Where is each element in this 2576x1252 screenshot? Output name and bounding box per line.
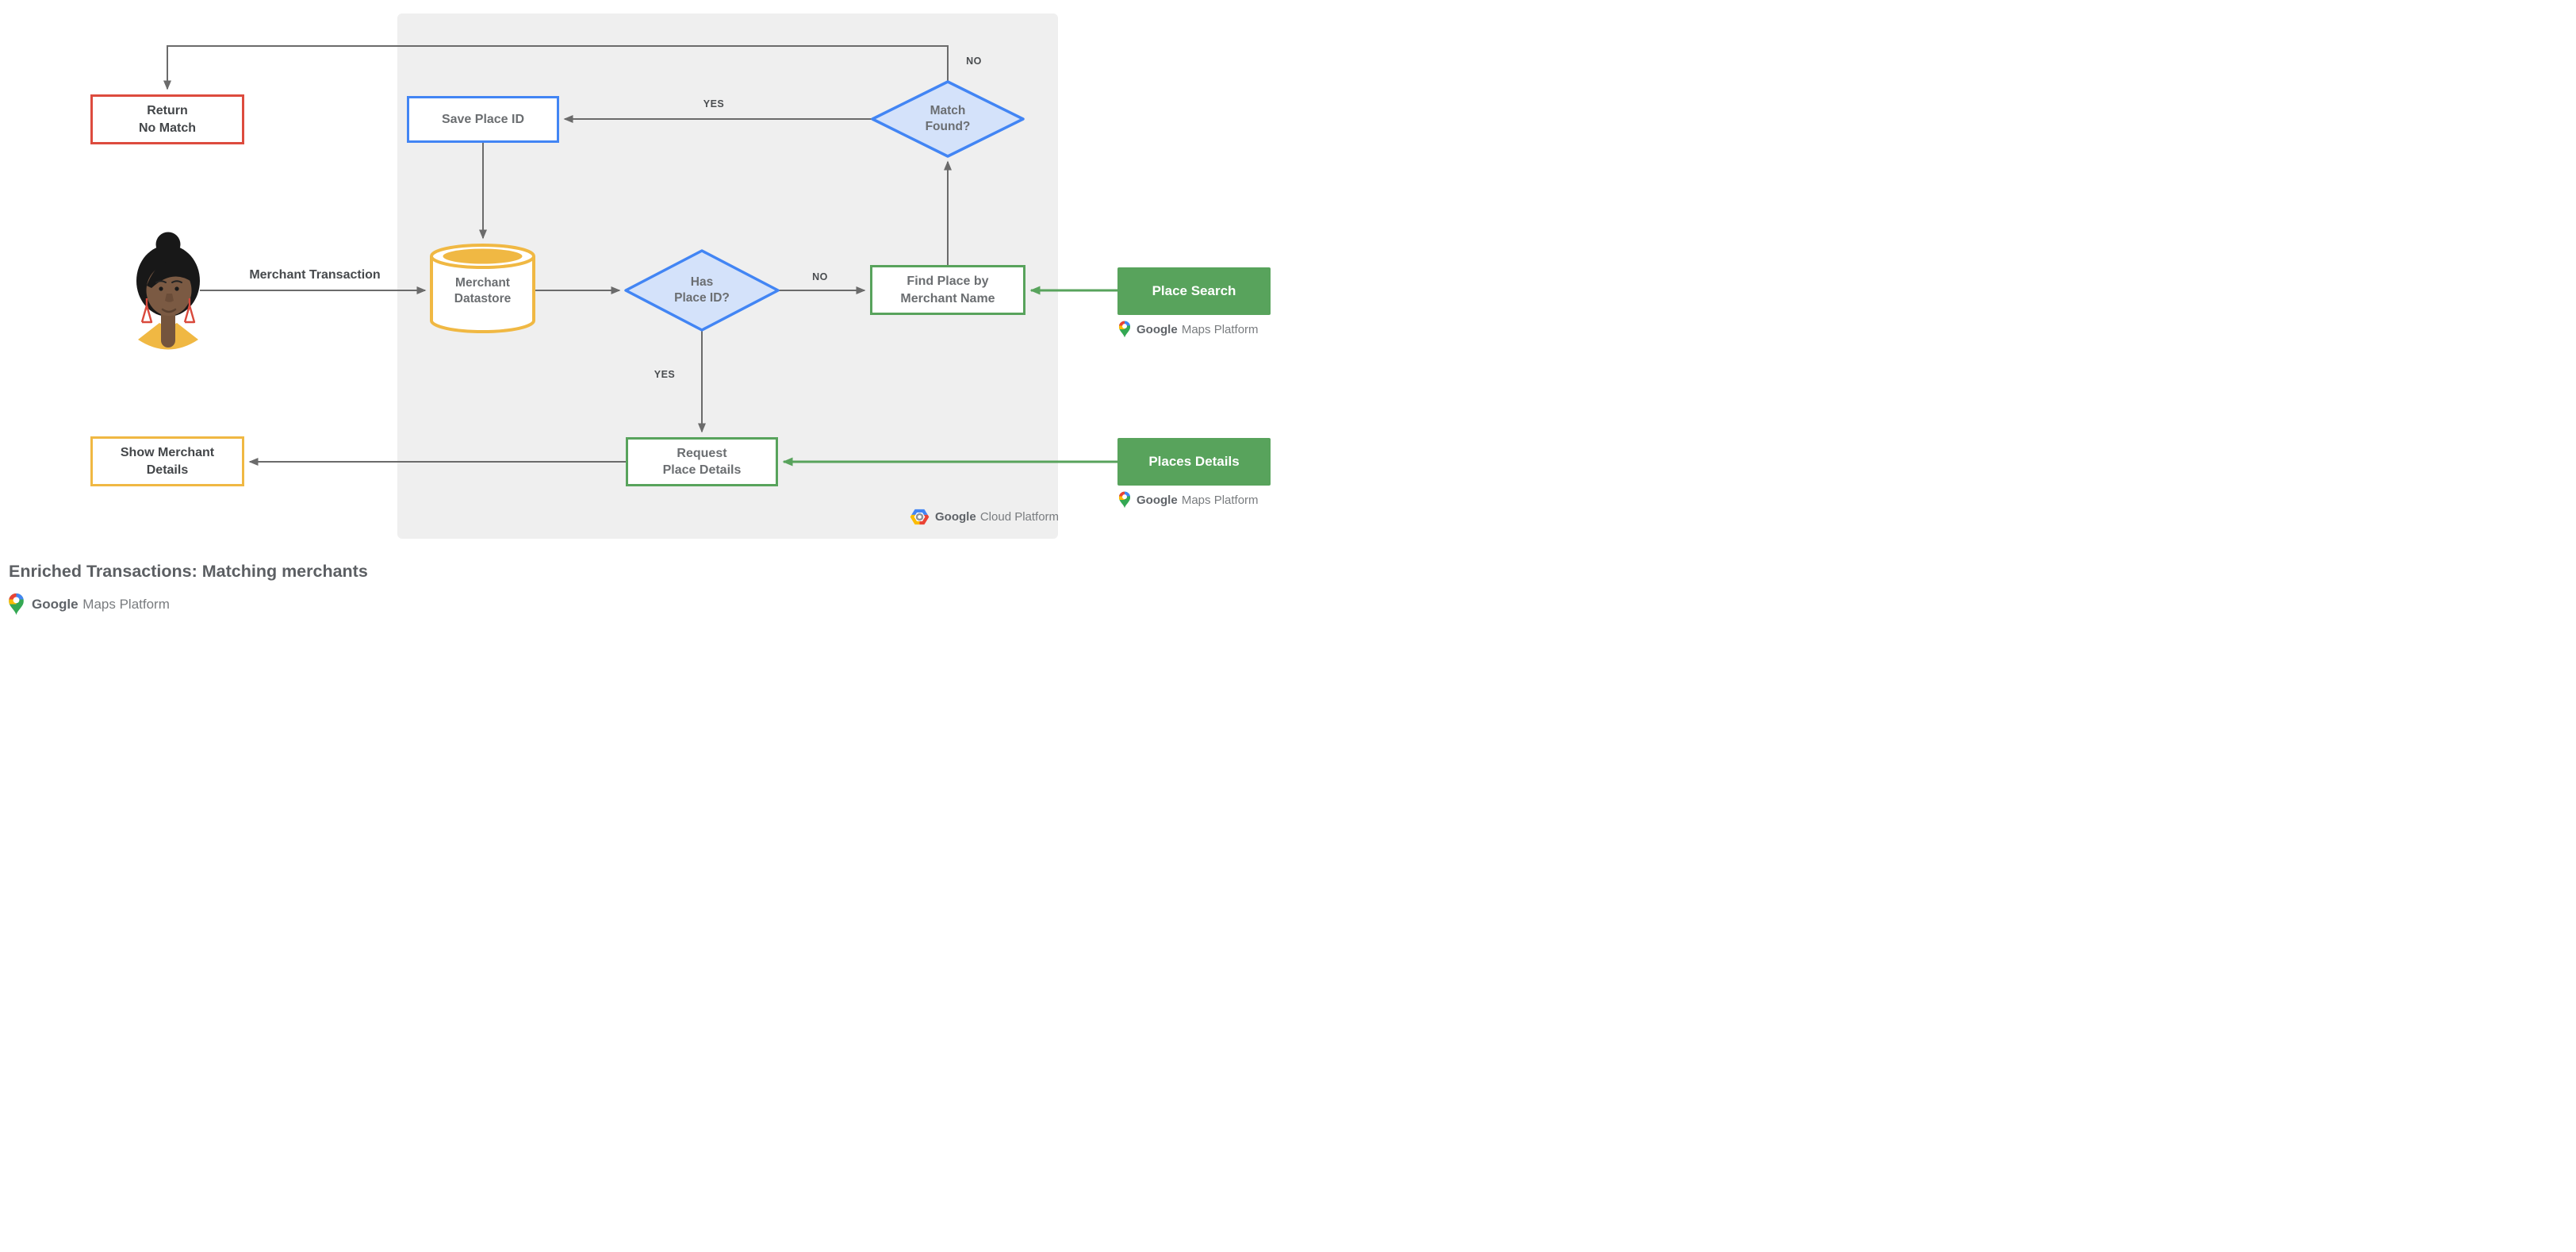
google-cloud-platform-logo: Google Cloud Platform (910, 509, 1059, 525)
has-place-id-diamond (624, 249, 780, 332)
node-request-place-details: Request Place Details (626, 437, 778, 486)
request-place-details-label: Request Place Details (662, 446, 742, 477)
maps-pin-icon (1118, 491, 1131, 509)
flow-layer (136, 45, 1117, 467)
node-place-search: Place Search (1117, 267, 1271, 315)
node-save-place-id: Save Place ID (407, 96, 559, 143)
logo-suffix-text: Cloud Platform (979, 510, 1060, 524)
google-maps-platform-logo-footer: Google Maps Platform (8, 593, 170, 616)
maps-pin-icon (1118, 321, 1131, 338)
google-maps-platform-logo-search: Google Maps Platform (1118, 321, 1259, 338)
node-places-details: Places Details (1117, 438, 1271, 486)
customer-avatar (136, 232, 200, 350)
maps-pin-icon (9, 593, 24, 616)
places-details-label: Places Details (1148, 453, 1240, 469)
match-found-yes-label: YES (703, 98, 725, 109)
show-merchant-details-label: Show Merchant Details (120, 446, 215, 477)
edge-match-found-no (163, 45, 949, 90)
logo-suffix-text: Maps Platform (1181, 322, 1259, 336)
return-no-match-label: Return No Match (139, 104, 196, 135)
has-place-id-yes-label: YES (654, 369, 676, 380)
merchant-transaction-label: Merchant Transaction (249, 268, 381, 282)
has-place-id-no-label: NO (812, 271, 828, 282)
place-search-label: Place Search (1152, 282, 1236, 298)
node-find-place-by-merchant-name: Find Place by Merchant Name (870, 265, 1025, 315)
logo-google-text: Google (32, 596, 79, 612)
diagram-title: Enriched Transactions: Matching merchant… (9, 562, 368, 581)
merchant-datastore-cylinder (430, 244, 535, 333)
match-found-diamond (871, 80, 1025, 158)
find-place-label: Find Place by Merchant Name (900, 275, 995, 305)
logo-google-text: Google (1137, 493, 1178, 507)
cloud-hexagon-icon (910, 509, 930, 525)
logo-suffix-text: Maps Platform (82, 596, 170, 612)
node-return-no-match: Return No Match (90, 94, 244, 144)
save-place-id-label: Save Place ID (441, 112, 525, 126)
logo-suffix-text: Maps Platform (1181, 493, 1259, 507)
match-found-no-label: NO (966, 56, 982, 67)
diagram-canvas: Return No Match Save Place ID Find Place… (0, 0, 1288, 626)
google-maps-platform-logo-details: Google Maps Platform (1118, 491, 1259, 509)
node-show-merchant-details: Show Merchant Details (90, 436, 244, 486)
logo-google-text: Google (935, 510, 976, 524)
logo-google-text: Google (1137, 322, 1178, 336)
